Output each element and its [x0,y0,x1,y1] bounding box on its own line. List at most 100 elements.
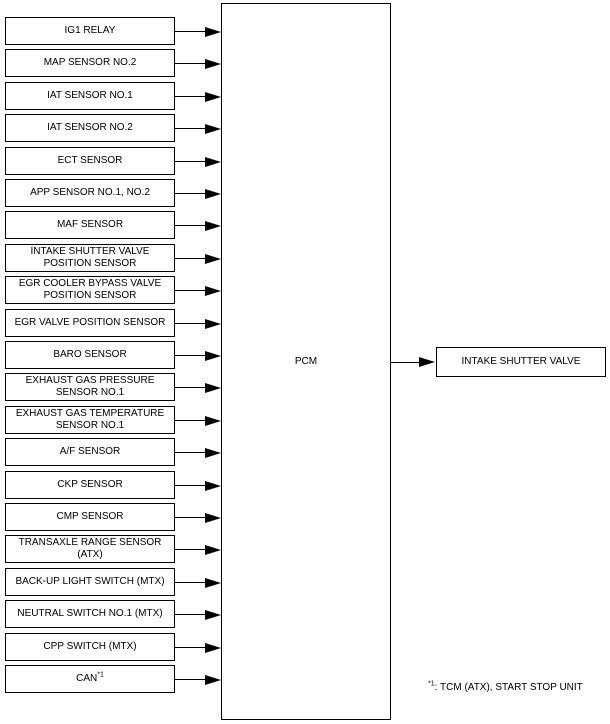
input-arrowhead [205,382,221,393]
input-arrowhead [205,220,221,231]
input-block-footnote-mark: *1 [97,671,104,679]
input-arrowhead [205,674,221,685]
input-arrow-line [175,258,205,259]
output-label: INTAKE SHUTTER VALVE [461,356,581,367]
input-arrowhead [205,123,221,134]
input-arrowhead [205,318,221,329]
input-block-label-line1: EGR COOLER BYPASS VALVE [18,278,162,289]
input-arrowhead [205,642,221,653]
input-arrow-line [175,582,205,583]
input-block: CAN*1 [5,665,175,693]
footnote-text: : TCM (ATX), START STOP UNIT [434,682,583,693]
input-arrow-line [175,161,205,162]
input-block-label-line1: NEUTRAL SWITCH NO.1 (MTX) [17,608,163,619]
input-arrowhead [205,188,221,199]
input-block-label-line2: SENSOR NO.1 [55,387,125,398]
input-block: CMP SENSOR [5,503,175,531]
input-block-text: BARO SENSOR [53,349,126,361]
input-block-label-line1: IG1 RELAY [64,25,116,36]
input-block: IAT SENSOR NO.2 [5,114,175,142]
input-arrowhead [205,26,221,37]
input-arrowhead [205,577,221,588]
input-block-label-line1: EXHAUST GAS TEMPERATURE [15,408,165,419]
input-arrow-line [175,420,205,421]
input-arrowhead [205,58,221,69]
input-block: BACK-UP LIGHT SWITCH (MTX) [5,568,175,596]
input-arrow-line [175,647,205,648]
input-block-label-line1: A/F SENSOR [59,446,121,457]
input-block-label-line1: IAT SENSOR NO.2 [47,122,133,133]
input-block-label-line1: BARO SENSOR [53,349,127,360]
input-block-label-line1: APP SENSOR NO.1, NO.2 [30,187,150,198]
input-arrowhead [205,285,221,296]
input-arrowhead [205,609,221,620]
input-block-text: CPP SWITCH (MTX) [43,641,136,653]
input-block-text: IAT SENSOR NO.1 [47,90,133,102]
input-arrow-line [175,63,205,64]
input-block-label-line1: ECT SENSOR [57,155,123,166]
input-block: MAF SENSOR [5,211,175,239]
input-block: NEUTRAL SWITCH NO.1 (MTX) [5,600,175,628]
input-block-label-line2: POSITION SENSOR [43,258,137,269]
input-block: A/F SENSOR [5,438,175,466]
input-block-label-line1: EXHAUST GAS PRESSURE [25,375,155,386]
input-block-text: A/F SENSOR [60,446,121,458]
input-block: ECT SENSOR [5,147,175,175]
pcm-block: PCM [221,3,391,720]
input-block-text: IAT SENSOR NO.2 [47,122,133,134]
input-block-text: CAN*1 [76,671,104,685]
input-arrow-line [175,485,205,486]
pcm-output-arrow-line [391,362,419,363]
input-arrowhead [205,253,221,264]
input-block-text: APP SENSOR NO.1, NO.2 [30,187,150,199]
input-arrowhead [205,156,221,167]
input-arrowhead [205,512,221,523]
input-block-text: IG1 RELAY [65,25,116,37]
input-arrow-line [175,193,205,194]
input-block: BARO SENSOR [5,341,175,369]
input-arrow-line [175,225,205,226]
input-block-label-line1: CMP SENSOR [56,511,124,522]
input-block-text: CKP SENSOR [57,479,122,491]
input-arrow-line [175,128,205,129]
input-arrowhead [205,415,221,426]
input-block-label-line1: EGR VALVE POSITION SENSOR [14,317,166,328]
input-block-label-line1: CPP SWITCH (MTX) [43,641,137,652]
input-block-text: EGR VALVE POSITION SENSOR [15,317,166,329]
input-arrow-line [175,452,205,453]
input-arrow-line [175,323,205,324]
input-block-label-line1: BACK-UP LIGHT SWITCH (MTX) [15,576,165,587]
input-arrow-line [175,96,205,97]
footnote: *1: TCM (ATX), START STOP UNIT [428,681,583,693]
input-arrow-line [175,517,205,518]
input-block-text: NEUTRAL SWITCH NO.1 (MTX) [17,608,162,620]
input-arrowhead [205,91,221,102]
input-arrow-line [175,549,205,550]
input-block-text: TRANSAXLE RANGE SENSOR(ATX) [19,537,162,561]
input-block: IG1 RELAY [5,17,175,45]
input-block: EGR VALVE POSITION SENSOR [5,309,175,337]
output-block-intake-shutter-valve: INTAKE SHUTTER VALVE [436,347,606,377]
input-arrowhead [205,544,221,555]
pcm-output-arrowhead [419,357,435,367]
input-block-label-line1: CKP SENSOR [57,479,123,490]
input-block-label-line2: (ATX) [77,549,103,560]
input-arrowhead [205,350,221,361]
input-arrow-line [175,355,205,356]
input-block-text: MAF SENSOR [57,219,123,231]
input-block-label-line1: MAF SENSOR [56,219,124,230]
input-arrowhead [205,480,221,491]
input-block-label-line1: TRANSAXLE RANGE SENSOR [18,537,162,548]
input-block-label-line1: IAT SENSOR NO.1 [47,90,133,101]
pcm-label: PCM [294,356,318,367]
input-block: CKP SENSOR [5,471,175,499]
input-arrow-line [175,679,205,680]
input-block: APP SENSOR NO.1, NO.2 [5,179,175,207]
